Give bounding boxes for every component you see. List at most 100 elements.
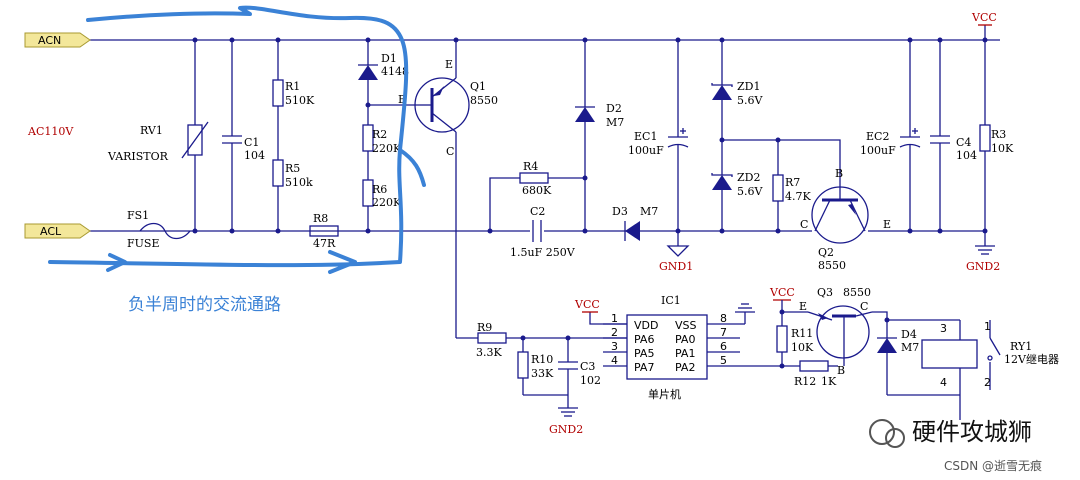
gnd2-symbol [975, 245, 995, 255]
ic1 [603, 314, 740, 380]
negative-half-cycle-note: 负半周时的交流通路 [128, 295, 281, 315]
transistor-q2 [811, 180, 869, 250]
diode-d4 [877, 317, 960, 396]
relay-pin-4: 4 [940, 376, 947, 389]
ic1-num-2: 2 [611, 326, 618, 339]
c3-ref: C3 [580, 360, 595, 373]
relay-pin-2: 2 [984, 376, 991, 389]
ic1-num-3: 3 [611, 340, 618, 353]
d1-value: 4148 [381, 65, 409, 78]
acl-port: ACL [24, 223, 91, 239]
ry1-ref: RY1 [1010, 340, 1032, 353]
r8-value: 47R [313, 237, 336, 250]
resistor-r4 [487, 172, 588, 234]
r12-ref: R12 [794, 375, 816, 388]
resistor-r10 [517, 335, 529, 395]
r9-value: 3.3K [476, 346, 502, 359]
vcc-label-top: VCC [971, 11, 997, 24]
ec1-value: 100uF [628, 144, 664, 157]
ic1-pin-pa2: PA2 [675, 361, 695, 374]
ic1-pin-vdd: VDD [634, 319, 658, 332]
junction [365, 102, 371, 108]
rv1-value: VARISTOR [107, 150, 169, 163]
ic1-num-1: 1 [611, 312, 618, 325]
r1-ref: R1 [285, 80, 300, 93]
watermark-credit: CSDN @逝雪无痕 [944, 458, 1042, 473]
capacitor-c1 [222, 37, 242, 234]
gnd2-label: GND2 [966, 260, 1000, 273]
d2-value: M7 [606, 116, 624, 129]
varistor-rv1 [181, 37, 209, 234]
d3-value: M7 [640, 205, 658, 218]
q1-ref: Q1 [470, 80, 486, 93]
c2-ref: C2 [530, 205, 545, 218]
d1-ref: D1 [381, 52, 397, 65]
current-path-annotation [48, 5, 409, 268]
fs1-ref: FS1 [127, 209, 149, 222]
arrow-head-left [106, 253, 127, 272]
ec2-ref: EC2 [866, 130, 889, 143]
q3-collector-wire [872, 311, 960, 321]
d3-ref: D3 [612, 205, 628, 218]
zd2-value: 5.6V [737, 185, 763, 198]
q2-pin-e: E [883, 218, 891, 231]
vcc-label-r11: VCC [769, 286, 795, 299]
c4-value: 104 [956, 149, 977, 162]
ic-vcc-wire [589, 312, 627, 325]
q1-pin-c: C [446, 145, 454, 158]
q2-ref: Q2 [818, 246, 834, 259]
q1-pin-e: E [445, 58, 453, 71]
r5-value: 510k [285, 176, 313, 189]
diode-d1 [358, 37, 378, 125]
vss-ground-symbol [735, 303, 755, 325]
fuse-fs1 [139, 222, 191, 240]
zd2-ref: ZD2 [737, 171, 760, 184]
q3-pin-c: C [860, 300, 868, 313]
diode-d3 [624, 221, 640, 241]
r3-value: 10K [991, 142, 1014, 155]
resistor-r5 [272, 159, 284, 234]
ic1-num-7: 7 [720, 326, 727, 339]
q2-base-wire [722, 139, 841, 180]
ic1-pin-pa1: PA1 [675, 347, 695, 360]
r7-value: 4.7K [785, 190, 811, 203]
r10-ref: R10 [531, 353, 553, 366]
r11-ref: R11 [791, 327, 813, 340]
ic1-num-4: 4 [611, 354, 618, 367]
r3-ref: R3 [991, 128, 1006, 141]
r2-ref: R2 [372, 128, 387, 141]
vcc-label-ic: VCC [574, 298, 600, 311]
ic1-pin-pa0: PA0 [675, 333, 695, 346]
resistor-r6 [362, 179, 374, 231]
zd1-ref: ZD1 [737, 80, 760, 93]
zd1-value: 5.6V [737, 94, 763, 107]
ic1-pin-pa7: PA7 [634, 361, 654, 374]
r2-value: 220K [372, 142, 402, 155]
q2-pin-b: B [835, 167, 843, 180]
d4-value: M7 [901, 341, 919, 354]
r9-ref: R9 [477, 321, 492, 334]
ic1-num-8: 8 [720, 312, 727, 325]
watermark: 硬件攻城狮 CSDN @逝雪无痕 [869, 418, 1042, 473]
r8-ref: R8 [313, 212, 328, 225]
r5-ref: R5 [285, 162, 300, 175]
ic1-pin-pa6: PA6 [634, 333, 654, 346]
ec1-ref: EC1 [634, 130, 657, 143]
ic1-pin-pa5: PA5 [634, 347, 654, 360]
ic1-num-5: 5 [720, 354, 727, 367]
r4-value: 680K [522, 184, 552, 197]
r6-ref: R6 [372, 183, 387, 196]
relay-pin-3: 3 [940, 322, 947, 335]
capacitor-ec1 [667, 37, 689, 234]
ic1-pin-vss: VSS [675, 319, 697, 332]
resistor-r2 [362, 124, 374, 180]
c1-ref: C1 [244, 136, 259, 149]
c2-value: 1.5uF 250V [510, 246, 576, 259]
q3-ref: Q3 [817, 286, 833, 299]
capacitor-c4 [930, 37, 950, 234]
r12-value: 1K [821, 375, 837, 388]
acl-port-label: ACL [40, 225, 62, 238]
r11-value: 10K [791, 341, 814, 354]
gnd1-label: GND1 [659, 260, 693, 273]
relay-pin-1: 1 [984, 320, 991, 333]
